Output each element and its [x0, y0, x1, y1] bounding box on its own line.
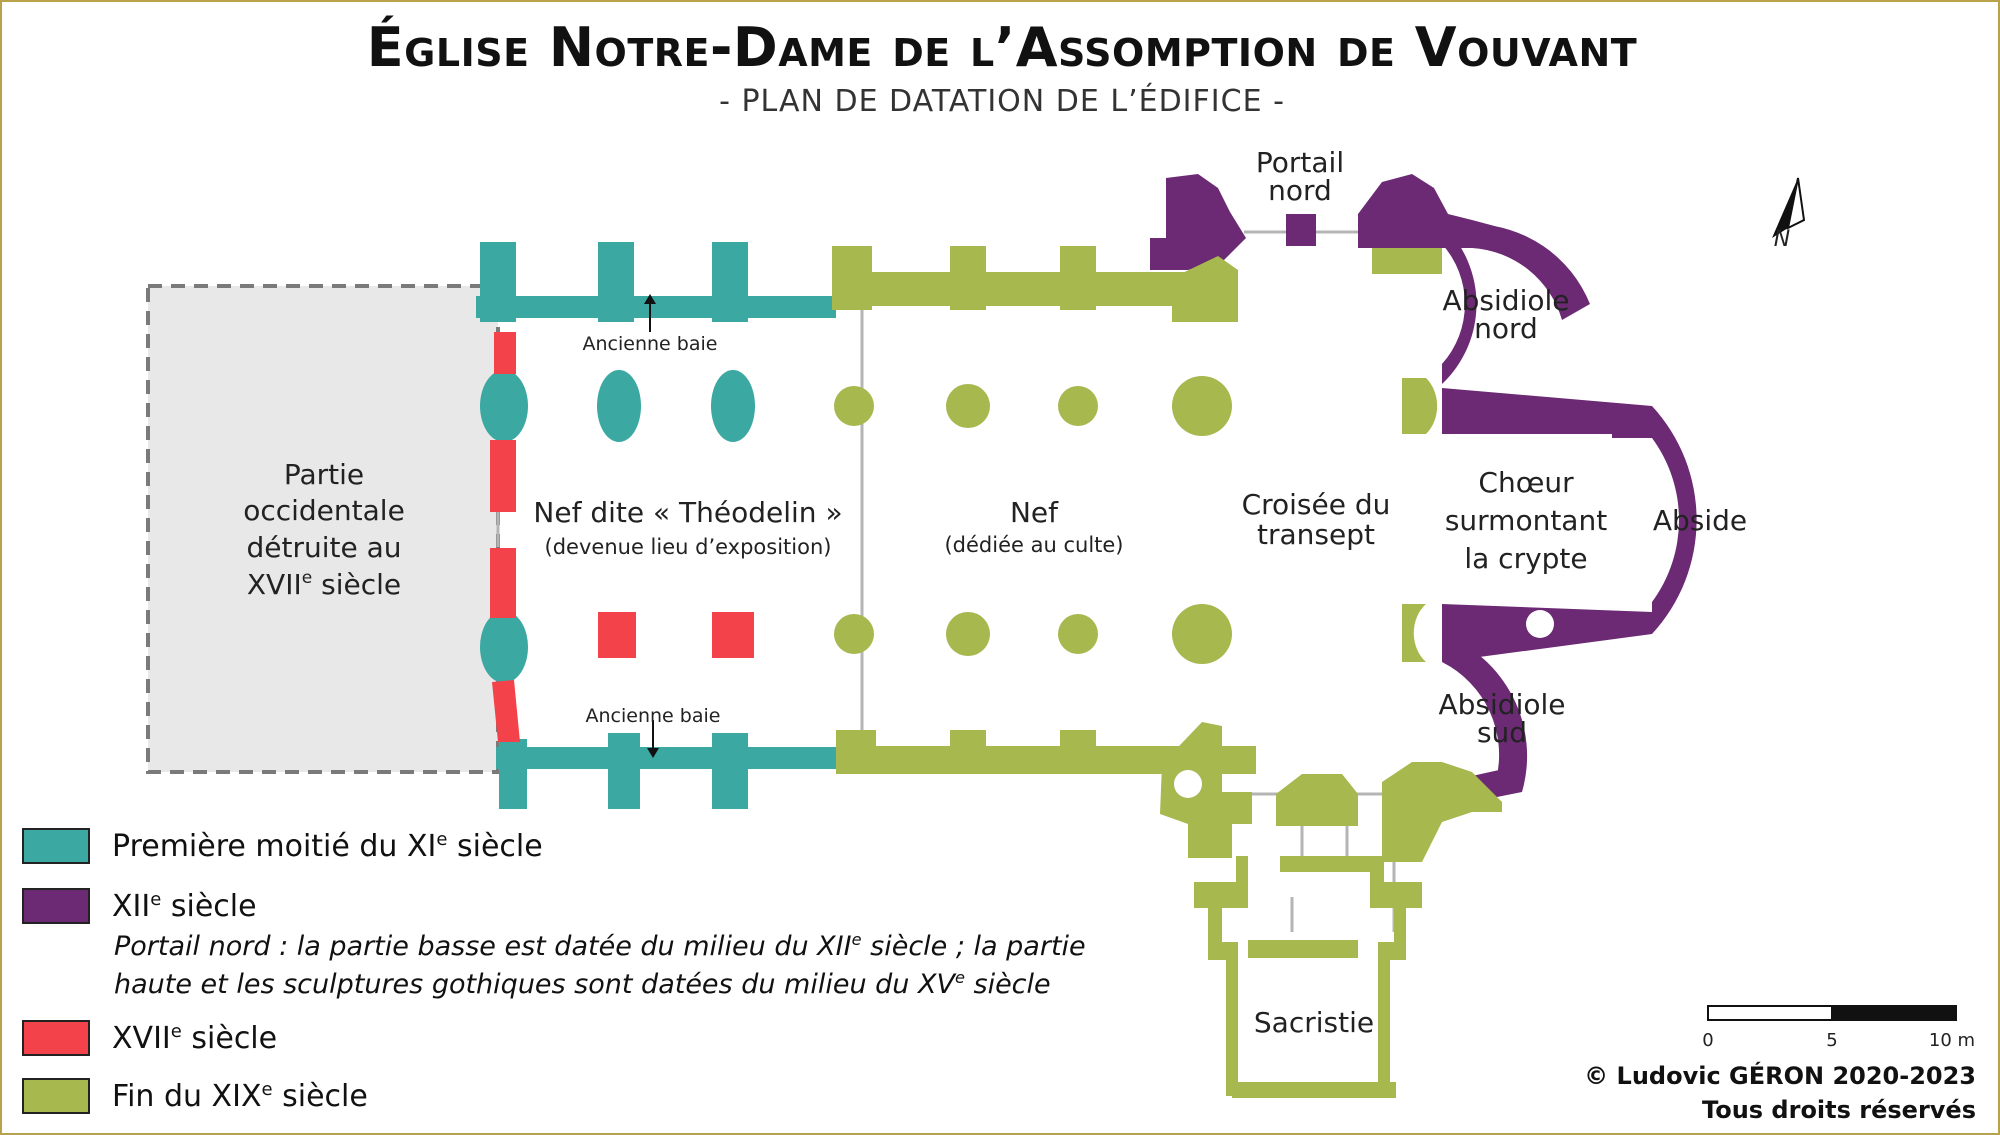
- choir-north-wall: [1442, 388, 1652, 434]
- scale-bar: 0 5 10 m: [1702, 1005, 1975, 1051]
- label-north-apsidiole-2: nord: [1474, 312, 1538, 345]
- legend-swatch-xii: [22, 888, 90, 924]
- label-north-apsidiole-1: Absidiole: [1443, 284, 1570, 317]
- credit-line-2: Tous droits réservés: [1702, 1096, 1976, 1124]
- pier: [480, 611, 528, 683]
- label-old-window-south: Ancienne baie: [586, 705, 721, 727]
- label-theodelin-nave-sub: (devenue lieu d’exposition): [545, 535, 832, 559]
- legend-label-xvii: XVIIe siècle: [112, 1020, 278, 1056]
- label-old-window-north: Ancienne baie: [583, 333, 718, 355]
- legend-item-xvii: XVIIe siècle: [22, 1020, 277, 1056]
- xi-century-masonry: [476, 242, 836, 809]
- north-arrow: N: [1772, 177, 1806, 252]
- legend-item-xi: Première moitié du XIe siècle: [22, 828, 543, 864]
- pier: [711, 370, 755, 442]
- label-south-apsidiole-1: Absidiole: [1439, 688, 1566, 721]
- legend-item-xix: Fin du XIXe siècle: [22, 1078, 368, 1114]
- pier: [946, 612, 990, 656]
- north-apsidiole-arc: [1472, 224, 1590, 320]
- label-south-apsidiole-2: sud: [1477, 716, 1527, 749]
- xvii-pillar: [598, 612, 636, 658]
- label-sacristy: Sacristie: [1254, 1006, 1374, 1039]
- credit-line-1: © Ludovic GÉRON 2020-2023: [1584, 1062, 1976, 1090]
- legend-item-xii: XIIe siècle: [22, 888, 257, 924]
- legend-label-xix: Fin du XIXe siècle: [112, 1078, 368, 1114]
- xvii-century-masonry: [490, 332, 754, 742]
- legend-swatch-xix: [22, 1078, 90, 1114]
- legend-swatch-xvii: [22, 1020, 90, 1056]
- pier: [1172, 376, 1232, 436]
- legend-note-line-1: Portail nord : la partie basse est datée…: [114, 930, 1086, 962]
- old-window-arrows: [644, 294, 659, 758]
- pier: [834, 614, 874, 654]
- pier: [834, 386, 874, 426]
- pier: [946, 384, 990, 428]
- label-nave-sub: (dédiée au culte): [944, 533, 1123, 557]
- label-crossing-2: transept: [1257, 518, 1375, 551]
- label-theodelin-nave: Nef dite « Théodelin »: [533, 496, 842, 529]
- south-apsidiole-arc: [1442, 634, 1528, 792]
- label-west-part-1: Partie: [284, 458, 364, 491]
- page-subtitle: - PLAN DE DATATION DE L’ÉDIFICE -: [719, 84, 1285, 119]
- label-west-part-2: occidentale: [243, 494, 405, 527]
- label-apse: Abside: [1653, 504, 1747, 537]
- sacristy-east-wall: [1370, 856, 1422, 1096]
- south-transept-center: [1276, 774, 1358, 826]
- scale-tick-5: 5: [1826, 1030, 1837, 1051]
- north-arrow-icon: [1772, 178, 1798, 238]
- pier: [597, 370, 641, 442]
- label-west-part-4: XVIIe siècle: [247, 568, 401, 601]
- legend-label-xi: Première moitié du XIe siècle: [112, 828, 543, 864]
- destroyed-west-part: [146, 284, 500, 774]
- page-title: Église Notre-Dame de l’Assomption de Vou…: [366, 16, 1638, 79]
- plan-labels: Partie occidentale détruite au XVIIe siè…: [243, 146, 1747, 1039]
- label-north-portal-2: nord: [1268, 174, 1332, 207]
- north-portal-east: [1358, 174, 1502, 248]
- north-portal-center: [1286, 214, 1316, 246]
- legend: Première moitié du XIe siècle XIIe siècl…: [22, 828, 1222, 1128]
- legend-note-line-2: haute et les sculptures gothiques sont d…: [114, 968, 1051, 1000]
- xvii-pillar: [712, 612, 754, 658]
- south-transept-east: [1382, 762, 1502, 862]
- label-choir-1: Chœur: [1478, 466, 1574, 499]
- label-choir-3: la crypte: [1464, 542, 1587, 575]
- label-north-portal-1: Portail: [1256, 146, 1344, 179]
- pier: [1172, 604, 1232, 664]
- xix-century-masonry: [832, 246, 1502, 1098]
- xii-century-masonry: [1150, 174, 1697, 802]
- legend-note-north-portal: Portail nord : la partie basse est datée…: [114, 928, 1174, 1004]
- north-apsidiole-wall: [1442, 224, 1477, 384]
- label-nave: Nef: [1010, 496, 1059, 529]
- pier: [1058, 386, 1098, 426]
- north-portal-west: [1150, 174, 1246, 270]
- label-choir-2: surmontant: [1445, 504, 1607, 537]
- legend-swatch-xi: [22, 828, 90, 864]
- north-arrow-label: N: [1774, 227, 1790, 252]
- legend-label-xii: XIIe siècle: [112, 888, 257, 924]
- pier: [1058, 614, 1098, 654]
- sacristy-west-wall: [1194, 856, 1248, 1096]
- label-crossing-1: Croisée du: [1242, 488, 1391, 521]
- label-west-part-3: détruite au: [246, 531, 401, 564]
- south-transept-west: [1160, 722, 1252, 858]
- scale-tick-10: 10 m: [1929, 1030, 1975, 1051]
- apse: [1652, 406, 1697, 634]
- scale-tick-0: 0: [1702, 1030, 1713, 1051]
- pier: [480, 370, 528, 442]
